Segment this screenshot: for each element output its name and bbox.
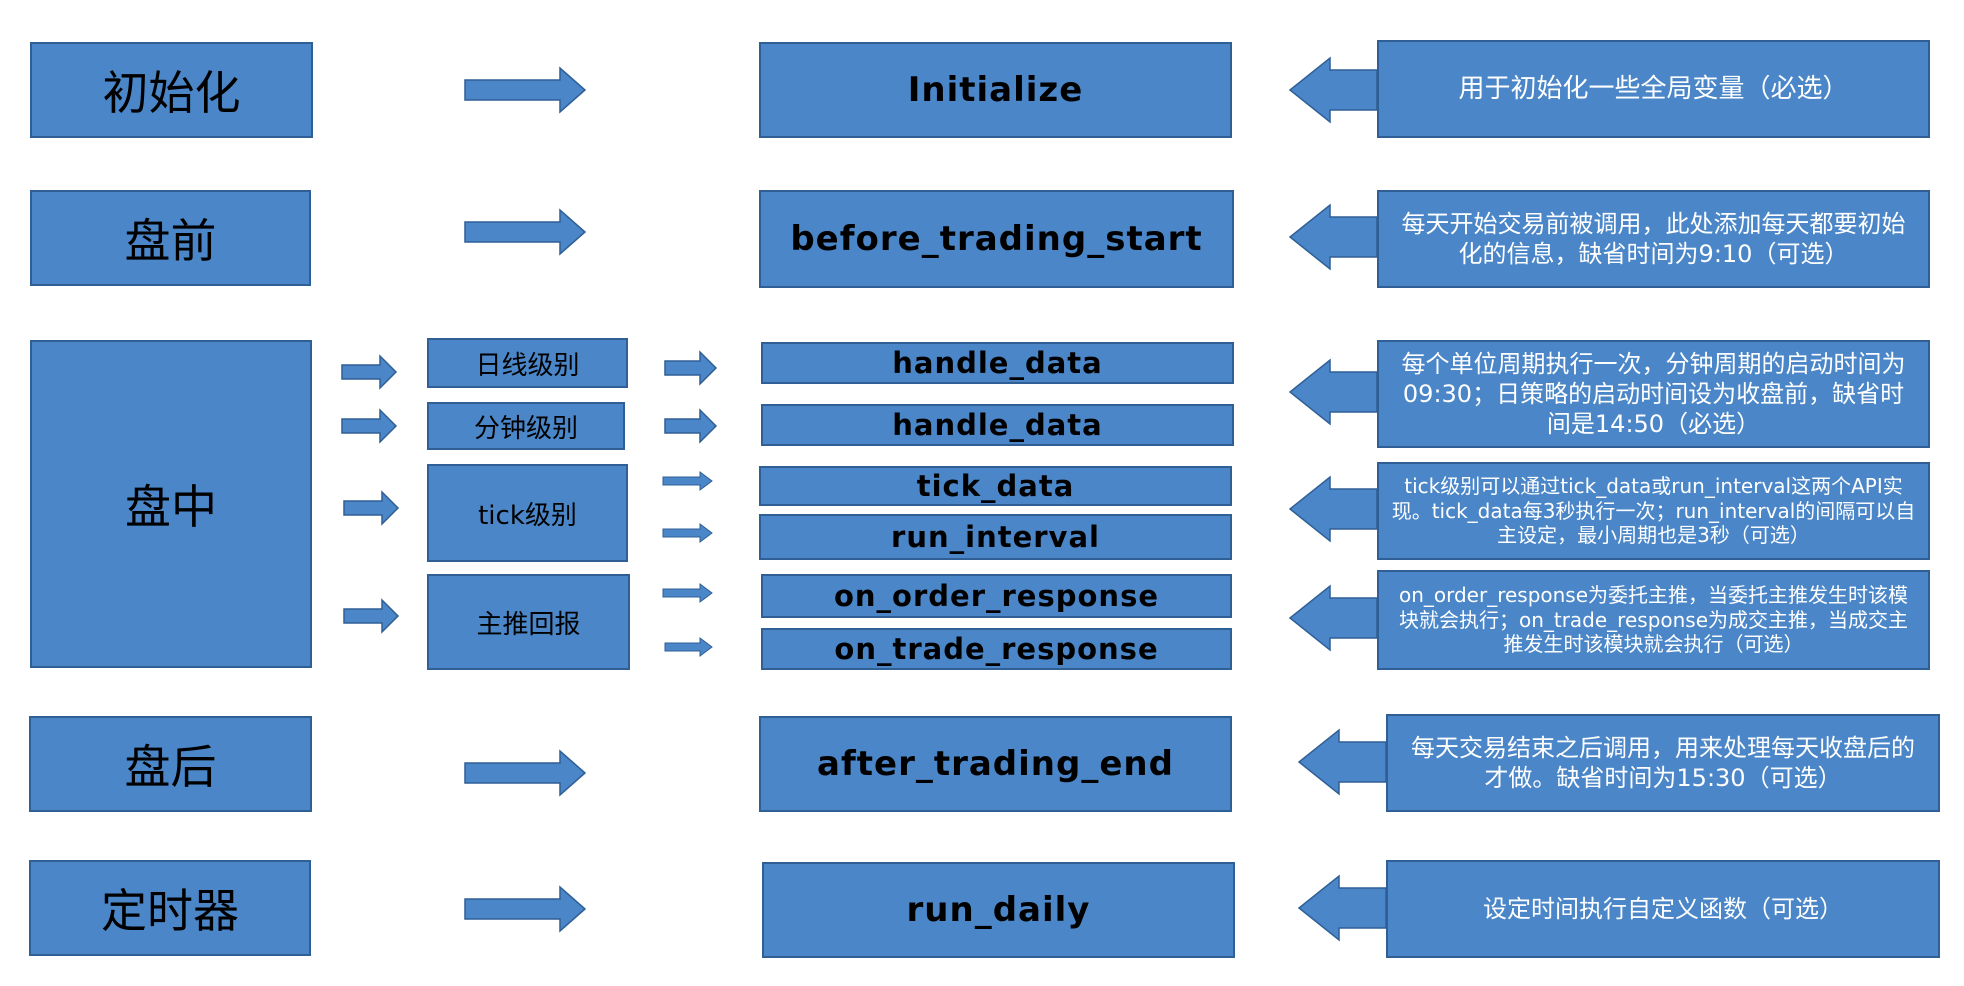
func-initialize-box: Initialize bbox=[759, 42, 1232, 138]
stage-init-box: 初始化 bbox=[30, 42, 313, 138]
func-run-daily-label: run_daily bbox=[906, 890, 1091, 930]
arrow-right-icon bbox=[664, 637, 713, 657]
arrow-left-icon bbox=[1288, 56, 1378, 124]
arrow-right-icon bbox=[464, 749, 587, 797]
arrow-right-icon bbox=[341, 408, 398, 444]
arrow-left-icon bbox=[1288, 358, 1378, 426]
level-daily-label: 日线级别 bbox=[475, 350, 580, 381]
arrow-right-icon bbox=[464, 885, 587, 933]
desc-before-trading-start-text: 每天开始交易前被调用，此处添加每天都要初始化的信息，缺省时间为9:10（可选） bbox=[1401, 210, 1906, 268]
arrow-left-icon bbox=[1288, 203, 1378, 271]
arrow-right-icon bbox=[341, 354, 398, 390]
stage-post-market-label: 盘后 bbox=[124, 740, 217, 794]
arrow-right-icon bbox=[664, 350, 718, 386]
arrow-right-icon bbox=[662, 583, 713, 603]
level-push-box: 主推回报 bbox=[427, 574, 630, 670]
func-on-trade-response-label: on_trade_response bbox=[834, 632, 1159, 666]
level-minute-label: 分钟级别 bbox=[473, 413, 578, 444]
desc-initialize-text: 用于初始化一些全局变量（必选） bbox=[1458, 73, 1849, 104]
desc-handle-data-text: 每个单位周期执行一次，分钟周期的启动时间为09:30；日策略的启动时间设为收盘前… bbox=[1401, 350, 1906, 438]
desc-tick-text: tick级别可以通过tick_data或run_interval这两个API实现… bbox=[1391, 474, 1916, 548]
arrow-right-icon bbox=[464, 208, 587, 256]
desc-initialize-box: 用于初始化一些全局变量（必选） bbox=[1377, 40, 1930, 138]
func-before-trading-start-label: before_trading_start bbox=[790, 219, 1203, 259]
desc-push-text: on_order_response为委托主推，当委托主推发生时该模块就会执行；o… bbox=[1398, 583, 1909, 657]
func-on-trade-response-box: on_trade_response bbox=[761, 628, 1232, 670]
desc-before-trading-start-box: 每天开始交易前被调用，此处添加每天都要初始化的信息，缺省时间为9:10（可选） bbox=[1377, 190, 1930, 288]
arrow-right-icon bbox=[464, 66, 587, 114]
arrow-left-icon bbox=[1288, 584, 1378, 652]
level-daily-box: 日线级别 bbox=[427, 338, 628, 388]
func-handle-data-minute-label: handle_data bbox=[892, 408, 1103, 442]
arrow-right-icon bbox=[343, 598, 400, 634]
func-before-trading-start-box: before_trading_start bbox=[759, 190, 1234, 288]
stage-timer-box: 定时器 bbox=[29, 860, 311, 956]
desc-push-box: on_order_response为委托主推，当委托主推发生时该模块就会执行；o… bbox=[1377, 570, 1930, 670]
level-push-label: 主推回报 bbox=[476, 609, 581, 640]
arrow-right-icon bbox=[343, 490, 400, 526]
func-run-interval-label: run_interval bbox=[891, 520, 1100, 554]
func-after-trading-end-box: after_trading_end bbox=[759, 716, 1232, 812]
func-tick-data-box: tick_data bbox=[759, 466, 1232, 506]
func-handle-data-minute-box: handle_data bbox=[761, 404, 1234, 446]
func-after-trading-end-label: after_trading_end bbox=[817, 744, 1174, 784]
desc-tick-box: tick级别可以通过tick_data或run_interval这两个API实现… bbox=[1377, 462, 1930, 560]
level-tick-box: tick级别 bbox=[427, 464, 628, 562]
func-handle-data-daily-label: handle_data bbox=[892, 346, 1103, 380]
arrow-left-icon bbox=[1297, 728, 1387, 796]
func-on-order-response-box: on_order_response bbox=[761, 574, 1232, 618]
arrow-right-icon bbox=[662, 523, 713, 543]
stage-post-market-box: 盘后 bbox=[29, 716, 312, 812]
arrow-right-icon bbox=[662, 471, 713, 491]
stage-intraday-label: 盘中 bbox=[125, 480, 217, 534]
stage-pre-market-box: 盘前 bbox=[30, 190, 311, 286]
desc-handle-data-box: 每个单位周期执行一次，分钟周期的启动时间为09:30；日策略的启动时间设为收盘前… bbox=[1377, 340, 1930, 448]
arrow-left-icon bbox=[1297, 874, 1387, 942]
func-on-order-response-label: on_order_response bbox=[833, 579, 1159, 613]
func-tick-data-label: tick_data bbox=[916, 469, 1075, 503]
arrow-right-icon bbox=[664, 408, 718, 444]
desc-after-trading-end-box: 每天交易结束之后调用，用来处理每天收盘后的才做。缺省时间为15:30（可选） bbox=[1386, 714, 1940, 812]
stage-timer-label: 定时器 bbox=[101, 884, 239, 938]
desc-run-daily-text: 设定时间执行自定义函数（可选） bbox=[1483, 895, 1843, 923]
func-handle-data-daily-box: handle_data bbox=[761, 342, 1234, 384]
level-minute-box: 分钟级别 bbox=[427, 402, 625, 450]
func-run-interval-box: run_interval bbox=[759, 514, 1232, 560]
stage-intraday-box: 盘中 bbox=[30, 340, 312, 668]
level-tick-label: tick级别 bbox=[478, 500, 577, 531]
stage-init-label: 初始化 bbox=[102, 66, 241, 120]
desc-run-daily-box: 设定时间执行自定义函数（可选） bbox=[1386, 860, 1940, 958]
func-run-daily-box: run_daily bbox=[762, 862, 1235, 958]
stage-pre-market-label: 盘前 bbox=[124, 214, 217, 268]
arrow-left-icon bbox=[1288, 475, 1378, 543]
desc-after-trading-end-text: 每天交易结束之后调用，用来处理每天收盘后的才做。缺省时间为15:30（可选） bbox=[1411, 734, 1915, 792]
func-initialize-label: Initialize bbox=[907, 70, 1084, 110]
